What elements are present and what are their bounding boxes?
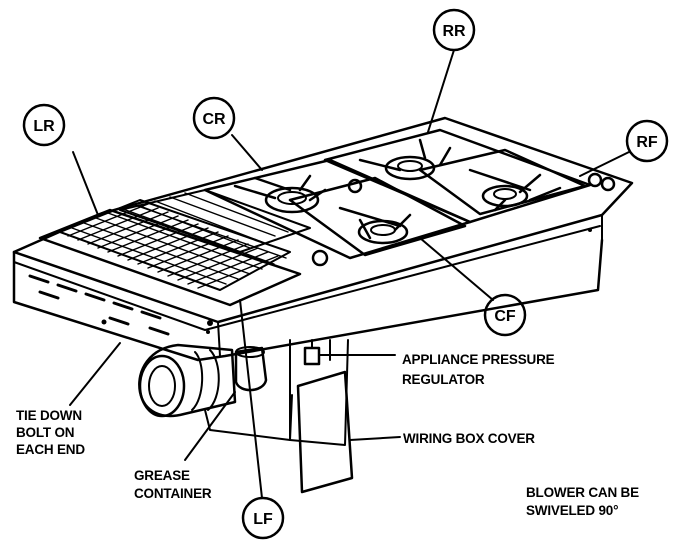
label-pressure-regulator-line2: REGULATOR: [402, 372, 485, 387]
callout-lr: LR: [22, 103, 66, 147]
callout-rf-text: RF: [636, 134, 658, 151]
grease-container: [234, 346, 268, 392]
label-tie-down-line2: BOLT ON: [16, 425, 74, 440]
callout-rf: RF: [625, 119, 669, 163]
callout-cr: CR: [192, 96, 236, 140]
cooktop-chassis: [12, 116, 634, 362]
callout-cf: CF: [483, 293, 527, 337]
center-burners: [203, 158, 472, 267]
label-grease: GREASE CONTAINER: [134, 468, 212, 501]
label-blower-line2: SWIVELED 90°: [526, 503, 618, 518]
label-grease-line1: GREASE: [134, 468, 190, 483]
label-pressure-regulator: APPLIANCE PRESSURE REGULATOR: [402, 352, 555, 387]
callout-cr-text: CR: [202, 111, 226, 128]
label-blower: BLOWER CAN BE SWIVELED 90°: [526, 485, 639, 518]
callout-rr: RR: [432, 8, 476, 52]
pressure-regulator: [303, 339, 321, 366]
label-grease-line2: CONTAINER: [134, 486, 212, 501]
callout-lr-text: LR: [33, 118, 55, 135]
leader-lines: [69, 49, 630, 499]
callout-lf: LF: [241, 496, 285, 540]
label-tie-down-line3: EACH END: [16, 442, 85, 457]
blower-assembly: [138, 343, 293, 441]
callout-cf-text: CF: [494, 308, 516, 325]
label-tie-down-line1: TIE DOWN: [16, 408, 82, 423]
label-wiring-box-cover: WIRING BOX COVER: [403, 431, 535, 446]
callout-lf-text: LF: [253, 511, 273, 528]
wiring-box-cover: [296, 370, 354, 494]
label-wiring-box: WIRING BOX COVER: [403, 431, 535, 446]
grill-module: [38, 189, 311, 307]
label-tie-down: TIE DOWN BOLT ON EACH END: [16, 408, 86, 457]
right-burners: [323, 128, 616, 224]
callout-rr-text: RR: [442, 23, 466, 40]
label-blower-line1: BLOWER CAN BE: [526, 485, 639, 500]
label-pressure-regulator-line1: APPLIANCE PRESSURE: [402, 352, 555, 367]
